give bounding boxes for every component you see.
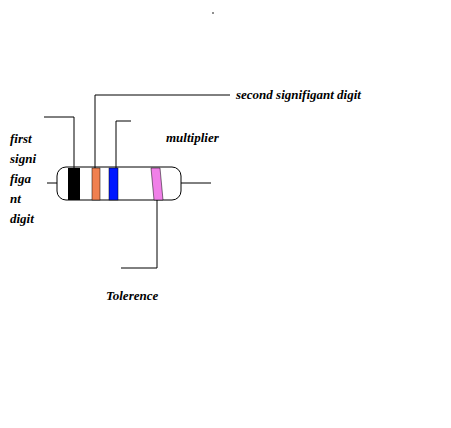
- leader-line: [44, 117, 74, 168]
- leader-line: [116, 121, 131, 168]
- speck: [212, 12, 214, 14]
- resistor-lead: [47, 183, 58, 184]
- first-band: [68, 168, 80, 200]
- resistor-body: [57, 167, 181, 200]
- part-label: second signifigant digit: [236, 87, 361, 103]
- part-label: first signi figa nt digit: [10, 129, 36, 229]
- second-band: [92, 168, 100, 200]
- part-label: Tolerence: [106, 288, 158, 304]
- leader-line: [95, 95, 230, 168]
- resistor-lead: [180, 183, 211, 184]
- leader-line: [121, 200, 157, 268]
- part-label: multiplier: [166, 130, 219, 146]
- multiplier-band: [109, 168, 118, 200]
- tolerance-band: [151, 168, 163, 200]
